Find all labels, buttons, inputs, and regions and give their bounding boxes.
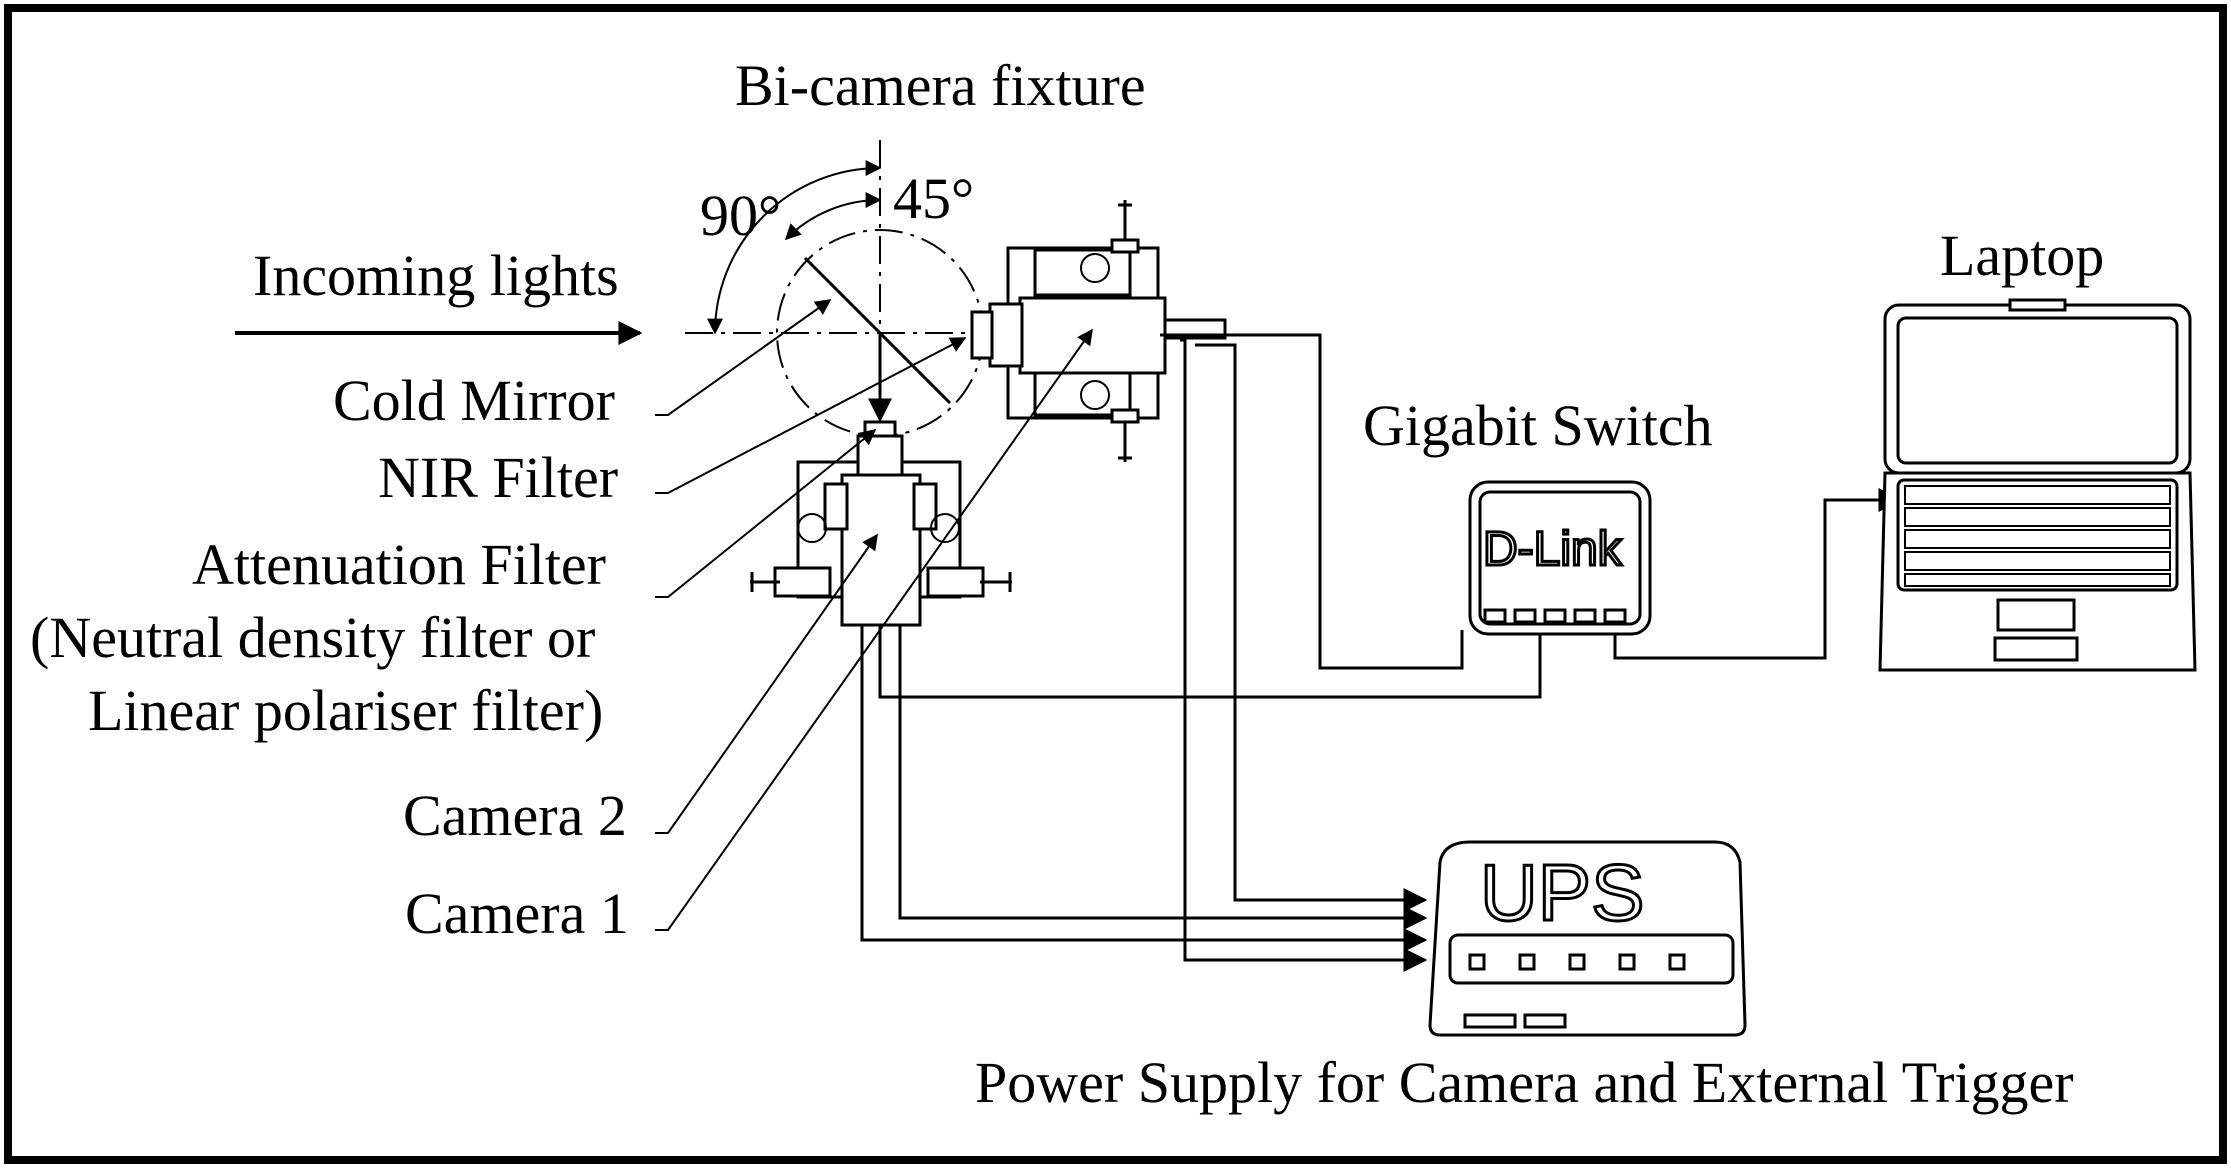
camera1-leader xyxy=(655,328,1093,931)
nir-filter-leader xyxy=(655,337,967,494)
switch-laptop-cable xyxy=(1613,488,1903,660)
cold-mirror-leader xyxy=(655,299,832,416)
camera1-label: Camera 1 xyxy=(405,881,629,946)
camera2-assembly xyxy=(750,420,1012,627)
camera2-trigger-cable xyxy=(860,625,1428,952)
laptop xyxy=(1878,298,2197,672)
camera2-data-cable xyxy=(878,625,1542,699)
camera1-assembly xyxy=(970,200,1227,462)
attenuation-label-3: Linear polariser filter) xyxy=(88,678,603,743)
camera1-power-cable xyxy=(1195,343,1428,912)
camera1-trigger-cable xyxy=(1180,338,1428,972)
power-supply-label: Power Supply for Camera and External Tri… xyxy=(975,1050,2074,1115)
outer-frame xyxy=(4,4,2227,1164)
cold-mirror-label: Cold Mirror xyxy=(333,368,615,433)
angle-90-label: 90° xyxy=(700,183,781,248)
fixture-title: Bi-camera fixture xyxy=(735,53,1146,118)
gigabit-switch: D-Link xyxy=(1468,480,1652,636)
incoming-lights-label: Incoming lights xyxy=(253,243,619,308)
cold-mirror xyxy=(803,256,952,405)
attenuation-label-1: Attenuation Filter xyxy=(192,532,606,597)
switch-title: Gigabit Switch xyxy=(1363,393,1713,458)
ups-brand: UPS xyxy=(1480,848,1645,937)
ups-unit: UPS xyxy=(1428,840,1747,1037)
attenuation-leader xyxy=(655,428,877,598)
camera2-power-cable xyxy=(898,625,1428,930)
camera2-label: Camera 2 xyxy=(403,783,627,848)
angle-45-label: 45° xyxy=(893,166,974,231)
angle-90-arc xyxy=(707,160,882,335)
attenuation-label-2: (Neutral density filter or xyxy=(30,605,595,670)
camera2-leader xyxy=(655,533,878,834)
switch-brand: D-Link xyxy=(1483,523,1623,576)
keyboard xyxy=(1904,485,2171,587)
nir-filter-label: NIR Filter xyxy=(378,445,618,510)
camera1-data-cable xyxy=(1160,333,1464,670)
angle-45-arc xyxy=(784,192,882,241)
laptop-title: Laptop xyxy=(1940,223,2104,288)
